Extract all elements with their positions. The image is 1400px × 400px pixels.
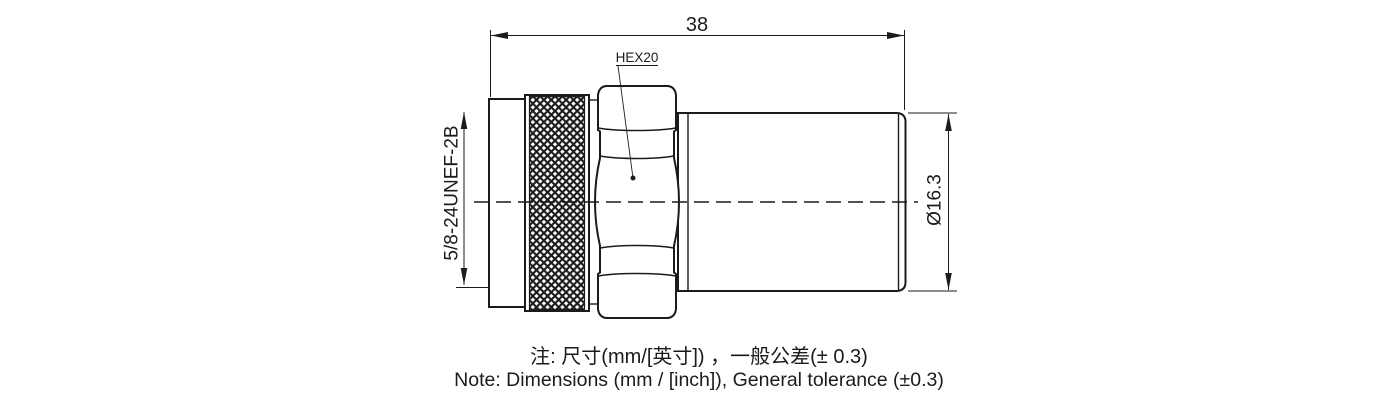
hex-flat-edge-4 [598,272,676,277]
dim-body-diameter: Ø16.3 [908,112,957,292]
coupling-barrel [488,98,526,308]
leader-dot [630,175,636,181]
hex-callout-label: HEX20 [616,50,659,65]
knurl-crosshatch [528,95,586,311]
arrowhead-up [945,114,952,131]
arrowhead-down [945,273,952,290]
leader-line [617,65,634,179]
dim-thread-spec: 5/8-24UNEF-2B [442,112,489,288]
notes-block: 注: 尺寸(mm/[英寸]) ，一般公差(± 0.3) Note: Dimens… [454,345,944,391]
note-line-english: Note: Dimensions (mm / [inch]), General … [454,369,944,391]
arrowhead-down [460,268,468,285]
knurl-section [524,94,590,312]
callout-hex20: HEX20 [616,50,659,181]
hex-flat-edge-3 [600,244,674,249]
connector-body-group [474,85,918,319]
hex-flat-edge-1 [598,127,676,132]
arrowhead-left [491,32,508,39]
body-diameter-label: Ø16.3 [925,174,946,226]
hex-flat-edge-2 [600,155,674,160]
arrowhead-right [887,32,904,39]
dim-overall-length: 38 [490,14,905,110]
note-line-chinese: 注: 尺寸(mm/[英寸]) ，一般公差(± 0.3) [530,345,868,368]
arrowhead-up [460,112,468,129]
overall-length-label: 38 [686,14,708,36]
thread-spec-label: 5/8-24UNEF-2B [442,125,463,260]
